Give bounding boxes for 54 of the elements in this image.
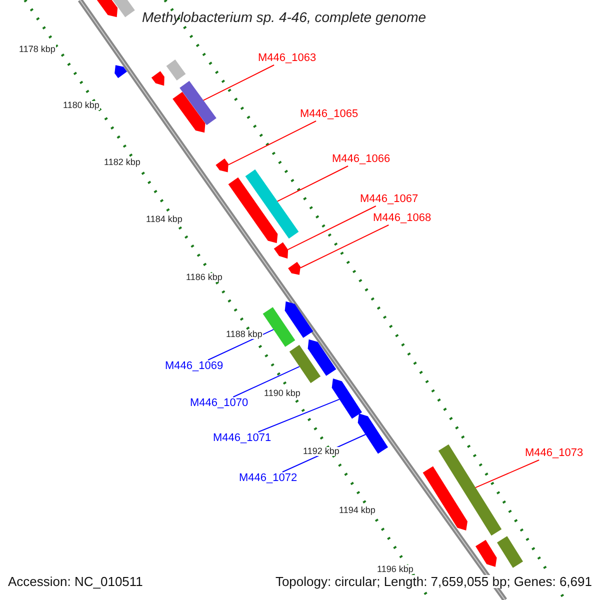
leader-line [202,64,275,101]
gene-feature [172,92,206,133]
title: Methylobacterium sp. 4-46, complete genome [142,10,426,24]
gene-label: M446_1065 [300,109,358,120]
gene-label: M446_1072 [239,473,298,484]
scale-label: 1190 kbp [263,389,302,398]
leader-line [228,120,317,166]
gene-feature [358,414,388,454]
gene-feature [216,158,228,172]
scale-label: 1188 kbp [225,330,264,339]
gene-feature [497,536,523,568]
genome-info-text: Topology: circular; Length: 7,659,055 bp; Genes: 6,691 [275,575,592,588]
leader-line [287,206,376,250]
gene-feature [245,169,299,239]
gene-feature [94,0,118,18]
scale-label: 1178 kbp [18,45,56,54]
gene-feature [151,71,164,86]
scale-label: 1192 kbp [302,447,340,456]
gene-feature [476,540,497,567]
gene-feature [180,80,216,126]
accession-text: Accession: NC_010511 [8,575,143,588]
gene-feature [422,466,468,530]
leader-line [475,460,540,488]
gene-label: M446_1063 [258,53,316,64]
gene-label: M446_1069 [165,361,224,372]
gene-feature [289,344,321,384]
leader-line [208,329,274,360]
gene-feature [262,307,296,347]
gene-feature [288,262,300,275]
gene-feature [284,301,314,338]
gene-feature [228,177,278,244]
gene-label: M446_1070 [190,398,248,409]
gene-feature [308,339,336,376]
gene-feature [114,65,127,78]
gene-label: M446_1067 [360,194,418,205]
scale-label: 1194 kbp [338,506,376,515]
scale-label: 1184 kbp [145,215,184,224]
scale-label: 1180 kbp [62,101,100,110]
gene-feature [111,0,135,18]
leader-line [232,366,300,398]
leader-line [276,166,349,202]
gene-feature [332,378,362,419]
gene-label: M446_1071 [213,433,272,444]
gene-feature [438,444,502,536]
gene-label: M446_1073 [525,448,584,459]
leader-line [300,224,390,268]
gene-feature [166,60,186,80]
scale-label: 1186 kbp [185,273,224,282]
gene-label: M446_1068 [373,213,432,224]
leader-line [258,398,340,432]
gene-label: M446_1066 [332,154,390,165]
gene-feature [274,242,288,259]
scale-label: 1182 kbp [103,158,142,167]
scale-label: 1196 kbp [376,565,414,574]
